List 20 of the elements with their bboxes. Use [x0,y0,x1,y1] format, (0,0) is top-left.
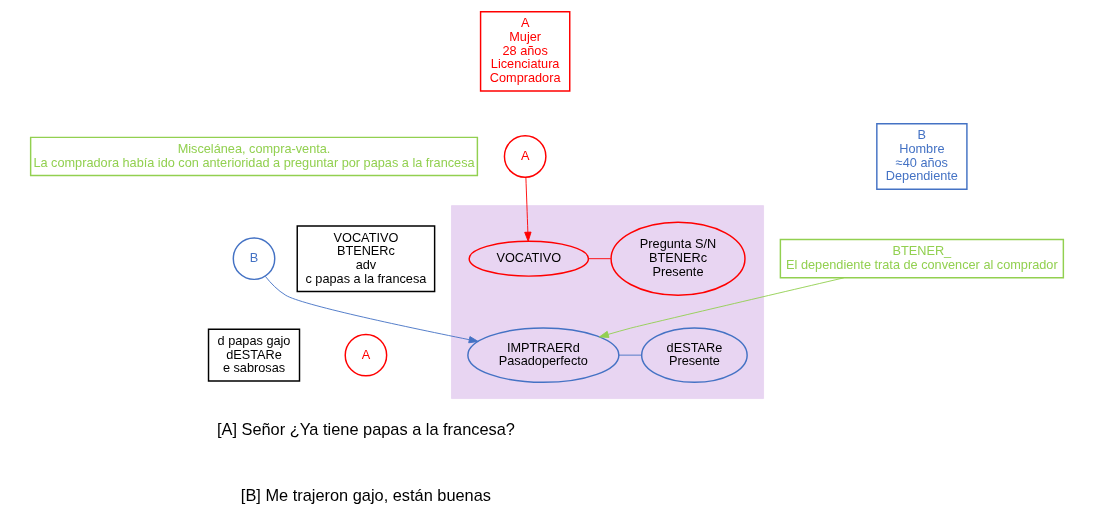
node-ellipse: dESTARe Presente [640,327,748,384]
node-box: BTENER_ El dependiente trata de convencer al comprador [779,238,1065,279]
node-box: B Hombre ≈40 años Dependiente [876,123,968,190]
label: [A] Señor ¿Ya tiene papas a la francesa? [216,420,515,439]
cluster [451,205,764,399]
node-circle: A [344,333,388,377]
node-box: A Mujer 28 años Licenciatura Compradora [479,11,571,92]
arrow [264,275,479,344]
connector [588,258,612,260]
connector [618,354,643,356]
node-circle: A [503,135,547,178]
label: [B] Me trajeron gajo, están buenas [240,485,491,504]
node-box: Miscelánea, compra-venta. La compradora había ido con anterioridad a preguntar por papas a la francesa [29,136,479,177]
arrow [524,176,532,242]
node-box: VOCATIVO BTENERc adv c papas a la francesa [296,225,436,293]
node-ellipse: VOCATIVO [468,240,590,277]
node-ellipse: Pregunta S/N BTENERc Presente [610,221,746,296]
arrow [598,277,845,338]
node-box: d papas gajo dESTARe e sabrosas [207,328,301,382]
node-circle: B [232,237,276,281]
